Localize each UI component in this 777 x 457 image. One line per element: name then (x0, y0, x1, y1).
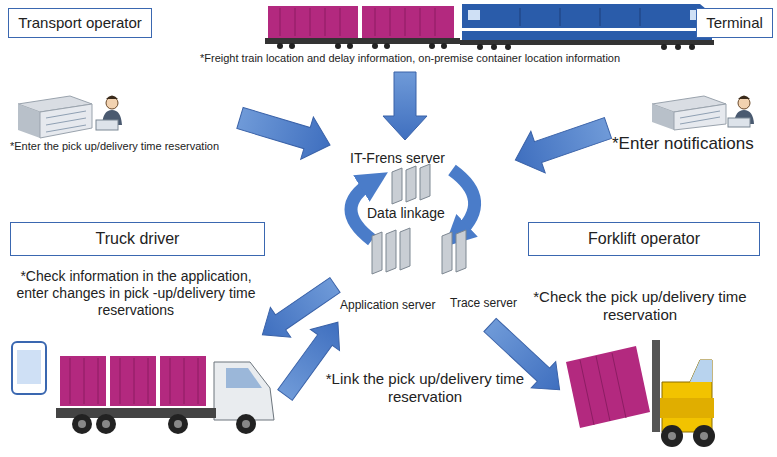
office-illustration (18, 96, 122, 139)
note-text: *Enter notifications (612, 134, 754, 154)
role-label: Truck driver (96, 230, 180, 248)
note-text: *Freight train location and delay inform… (200, 52, 620, 65)
note-text: *Check information in the application, e… (5, 268, 267, 318)
note-text: *Link the pick up/delivery time reservat… (325, 370, 525, 406)
role-box: Forklift operator (528, 222, 760, 256)
server-label: Application server (340, 298, 435, 312)
freight-train (265, 4, 714, 50)
truck-illustration (12, 342, 274, 434)
role-label: Transport operator (18, 14, 142, 31)
forklift-illustration (566, 340, 715, 447)
note-text: *Check the pick up/delivery time reserva… (515, 288, 765, 324)
role-box: Terminal (696, 8, 773, 38)
server-label: Trace server (450, 296, 517, 310)
linkage-label: Data linkage (365, 205, 447, 222)
note-text: *Enter the pick up/delivery time reserva… (10, 140, 219, 153)
terminal-illustration (652, 96, 754, 131)
role-label: Terminal (706, 14, 763, 31)
role-box: Transport operator (8, 8, 152, 38)
role-box: Truck driver (10, 222, 265, 256)
role-label: Forklift operator (588, 230, 700, 248)
server-label: IT-Frens server (350, 150, 445, 167)
